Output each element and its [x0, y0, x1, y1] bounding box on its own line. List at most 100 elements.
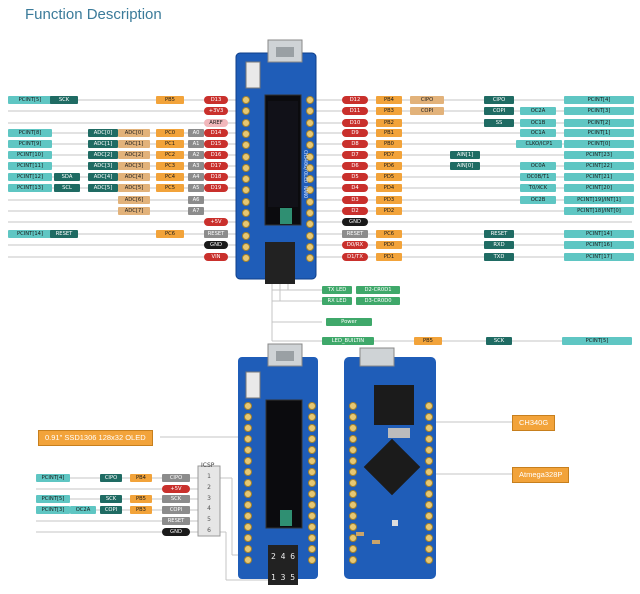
header-pin — [349, 424, 357, 432]
header-pin — [306, 118, 314, 127]
right-pin-label: PCINT[2] — [564, 119, 634, 127]
header-pin — [244, 468, 252, 476]
right-pin-label: OC1A — [520, 129, 556, 137]
icsp-pin-number: 3 — [207, 494, 211, 502]
left-pin-label: RESET — [204, 230, 228, 238]
right-pin-label: D2 — [342, 207, 368, 215]
left-pin-label: ADC[2] — [118, 151, 150, 159]
right-pin-label: CIPO — [410, 96, 444, 104]
header-pin — [244, 512, 252, 520]
right-pin-label: D5 — [342, 173, 368, 181]
right-pin-label: D10 — [342, 119, 368, 127]
right-pin-label: PC6 — [376, 230, 402, 238]
header-pin — [242, 96, 250, 104]
left-pin-label: PC5 — [156, 184, 184, 192]
left-pin-label: ADC[4] — [88, 173, 118, 181]
left-pin-label: AREF — [204, 119, 228, 127]
left-pin-label: ADC[0] — [118, 129, 150, 137]
left-pin-label: PC2 — [156, 151, 184, 159]
header-pin — [308, 413, 316, 421]
left-pin-label: ADC[6] — [118, 196, 150, 204]
icsp-label: CIPO — [100, 474, 122, 482]
header-pin — [308, 424, 316, 432]
icsp-pin-number: 2 — [207, 483, 211, 491]
header-pin — [306, 96, 314, 104]
right-pin-label: D3 — [342, 196, 368, 204]
right-pin-label: PD1 — [376, 253, 402, 261]
right-pin-label: OC2B — [520, 196, 556, 204]
header-pin — [306, 209, 314, 217]
right-pin-label: D11 — [342, 107, 368, 115]
right-pin-label: PCINT[3] — [564, 107, 634, 115]
header-pin — [242, 175, 250, 184]
header-pin — [349, 545, 357, 553]
header-pin — [242, 220, 250, 229]
right-pin-label: PCINT[4] — [564, 96, 634, 104]
header-pin — [306, 254, 314, 263]
header-pin — [242, 129, 250, 138]
header-pin — [306, 220, 314, 229]
left-pin-label: PC6 — [156, 230, 184, 238]
header-pin — [425, 457, 433, 465]
left-pin-label: PC4 — [156, 173, 184, 181]
left-pin-label: ADC[5] — [88, 184, 118, 192]
header-pin — [425, 545, 433, 553]
right-pin-label: COPI — [484, 107, 514, 115]
led-label: LED_BUILTIN — [322, 337, 374, 345]
header-pin — [244, 490, 252, 498]
icsp-title: ICSP — [201, 462, 215, 469]
header-pin — [244, 424, 252, 432]
header-pin — [306, 231, 314, 240]
right-pin-label: T0/XCK — [520, 184, 556, 192]
left-pin-label: D17 — [204, 162, 228, 170]
icsp-pin-number: 1 — [207, 473, 211, 480]
header-pin — [349, 523, 357, 531]
right-pin-label: PCINT[0] — [564, 140, 634, 148]
header-pin — [308, 457, 316, 465]
icsp-label: GND — [162, 528, 190, 536]
right-pin-label: PD4 — [376, 184, 402, 192]
left-pin-label: PCINT[14] — [8, 230, 52, 238]
header-pin — [244, 556, 252, 564]
header-numbers-top: 2 4 6 — [271, 552, 296, 561]
header-pin — [349, 512, 357, 520]
right-pin-label: PCINT[20] — [564, 184, 634, 192]
icsp-label: OC2A — [70, 506, 96, 514]
header-pin — [308, 512, 316, 520]
right-pin-label: D0/RX — [342, 241, 368, 249]
led-label: PB5 — [414, 337, 442, 345]
header-pin — [425, 523, 433, 531]
right-pin-label: AIN[0] — [450, 162, 480, 170]
led-label: SCK — [486, 337, 512, 345]
header-pin — [308, 534, 316, 542]
led-label: PCINT[5] — [562, 337, 632, 345]
right-pin-label: D4 — [342, 184, 368, 192]
header-pin — [306, 242, 314, 251]
header-pin — [244, 446, 252, 454]
left-pin-label: PC0 — [156, 129, 184, 137]
left-pin-label: GND — [204, 241, 228, 249]
header-pin — [306, 129, 314, 138]
right-pin-label: D8 — [342, 140, 368, 148]
header-pin — [425, 402, 433, 410]
left-pin-label: VIN — [204, 253, 228, 261]
header-pin — [244, 534, 252, 542]
header-pin — [306, 152, 314, 161]
header-pin — [349, 402, 357, 410]
header-numbers-bottom: 1 3 5 — [271, 573, 296, 582]
right-pin-label: PCINT[16] — [564, 241, 634, 249]
right-pin-label: PCINT[23] — [564, 151, 634, 159]
right-pin-label: D7 — [342, 151, 368, 159]
header-pin — [349, 468, 357, 476]
icsp-label: SCK — [162, 495, 190, 503]
left-pin-label: A4 — [188, 173, 204, 181]
right-pin-label: RESET — [342, 230, 368, 238]
right-pin-label: RESET — [484, 230, 514, 238]
header-pin — [244, 501, 252, 509]
header-pin — [306, 186, 314, 195]
right-pin-label: SS — [484, 119, 514, 127]
right-pin-label: COPI — [410, 107, 444, 115]
header-pin — [425, 501, 433, 509]
icsp-label: PB5 — [130, 495, 152, 503]
